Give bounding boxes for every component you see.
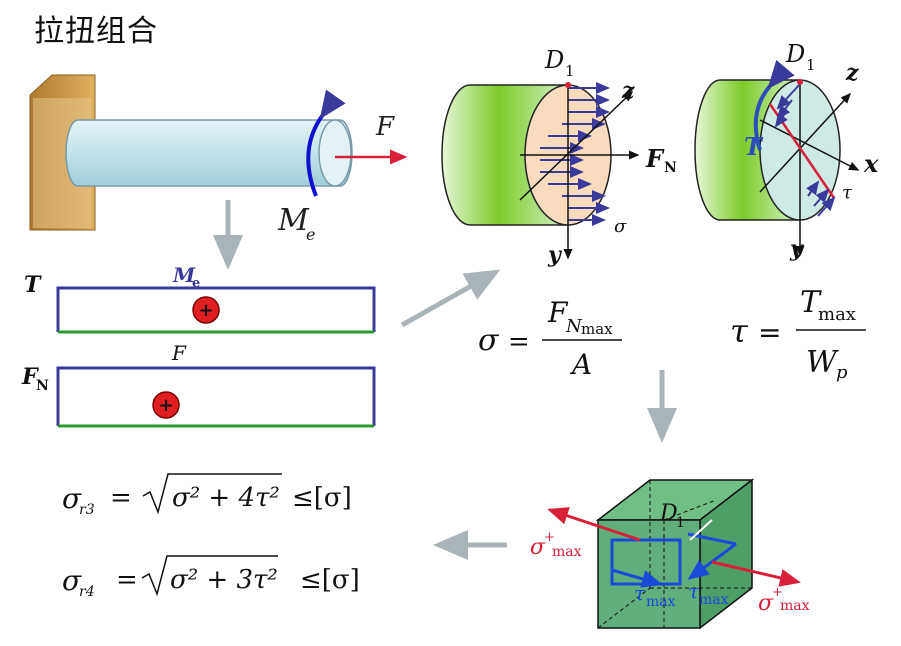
svg-text:=: = (116, 565, 138, 595)
svg-text:F: F (547, 296, 569, 329)
svg-text:1: 1 (806, 56, 816, 74)
svg-text:D: D (785, 40, 805, 68)
sigma-formula: σ = F N max A (478, 296, 622, 381)
svg-text:T: T (24, 272, 42, 298)
torque-arrow (306, 89, 346, 197)
axial-force-diagram: + F N F (21, 341, 376, 428)
svg-text:+: + (772, 585, 783, 600)
svg-text:A: A (569, 348, 592, 381)
svg-text:y: y (789, 236, 805, 262)
svg-text:τ: τ (688, 579, 700, 603)
beam-figure: F M e (29, 74, 408, 244)
svg-text:N: N (36, 378, 49, 394)
shaft (65, 119, 353, 187)
svg-text:=: = (758, 316, 781, 349)
svg-text:σ² + 4τ²: σ² + 4τ² (172, 483, 280, 513)
svg-text:max: max (581, 320, 613, 338)
svg-text:M: M (172, 263, 196, 287)
normal-stress-section: D 1 z y F N σ (441, 46, 677, 268)
stress-element: D 1 σ + max σ + max τ max τ max (530, 478, 810, 630)
svg-text:max: max (818, 304, 856, 325)
svg-text:σ: σ (614, 216, 627, 237)
svg-text:F: F (645, 144, 665, 173)
svg-text:≤[σ]: ≤[σ] (292, 483, 352, 513)
svg-text:σ: σ (530, 535, 546, 560)
moment-label: M (277, 203, 310, 238)
r4-formula: σ r4 = σ² + 3τ² ≤[σ] (62, 555, 360, 600)
r3-formula: σ r3 = σ² + 4τ² ≤[σ] (62, 473, 352, 518)
svg-text:max: max (780, 598, 810, 614)
svg-text:τ: τ (842, 182, 853, 203)
svg-text:y: y (547, 242, 563, 268)
svg-text:T: T (800, 285, 822, 320)
svg-text:r4: r4 (79, 584, 95, 600)
svg-text:max: max (699, 592, 729, 608)
torque-diagram: + T M e (24, 263, 376, 334)
svg-text:τ: τ (634, 581, 646, 605)
shear-stress-section: D 1 z y x T τ (694, 40, 879, 262)
svg-text:+: + (158, 395, 173, 416)
svg-text:≤[σ]: ≤[σ] (300, 565, 360, 595)
svg-text:N: N (565, 316, 583, 337)
svg-text:z: z (845, 60, 859, 86)
svg-text:+: + (198, 300, 213, 321)
shaft-end (318, 119, 352, 187)
svg-text:+: + (544, 530, 555, 545)
svg-text:D: D (544, 46, 564, 74)
svg-text:σ: σ (478, 323, 500, 358)
svg-text:z: z (621, 78, 635, 104)
svg-text:max: max (552, 544, 582, 560)
svg-text:τ: τ (730, 312, 749, 350)
svg-text:D: D (659, 501, 678, 526)
svg-text:F: F (21, 364, 39, 390)
svg-text:1: 1 (565, 62, 575, 80)
svg-text:σ: σ (62, 482, 82, 515)
svg-text:max: max (646, 594, 676, 610)
svg-text:σ² + 3τ²: σ² + 3τ² (170, 565, 278, 595)
svg-text:T: T (744, 132, 764, 161)
tau-formula: τ = T max W p (730, 285, 866, 383)
flow-arrows (213, 200, 677, 560)
svg-text:e: e (306, 225, 315, 244)
svg-text:σ: σ (62, 564, 82, 597)
svg-text:=: = (110, 483, 132, 513)
svg-text:e: e (192, 276, 200, 291)
svg-text:1: 1 (676, 515, 685, 531)
force-label: F (375, 112, 395, 142)
svg-text:W: W (806, 345, 839, 380)
svg-text:F: F (171, 341, 187, 365)
svg-text:=: = (508, 327, 530, 357)
svg-text:N: N (664, 160, 677, 176)
svg-text:r3: r3 (79, 502, 95, 518)
svg-text:σ: σ (758, 591, 774, 616)
page-title: 拉扭组合 (34, 14, 158, 49)
svg-text:p: p (836, 362, 848, 383)
svg-text:x: x (863, 149, 879, 178)
